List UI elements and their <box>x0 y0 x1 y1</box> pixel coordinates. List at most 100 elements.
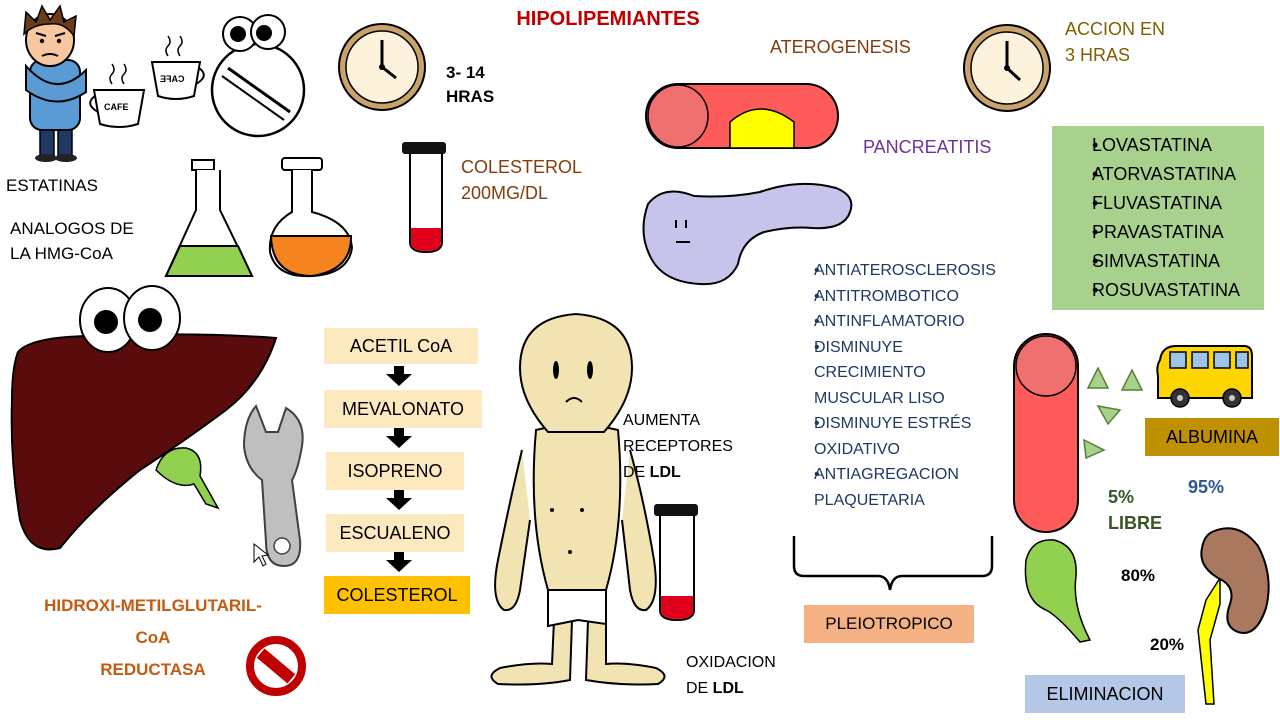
cup-label: CAFE <box>104 102 129 112</box>
analogos-line: LA HMG-CoA <box>10 244 113 264</box>
aumenta-prefix: DE <box>623 464 650 481</box>
test-tube-icon <box>402 142 446 254</box>
aumenta-receptores-label: AUMENTA RECEPTORES DE LDL <box>623 408 733 486</box>
statins-box: LOVASTATINA ATORVASTATINA FLUVASTATINA P… <box>1052 126 1264 310</box>
statin-item: LOVASTATINA <box>1066 135 1264 164</box>
triangle-icon <box>1083 438 1106 460</box>
pathway-step: MEVALONATO <box>324 390 482 428</box>
triangle-icon <box>1120 368 1144 391</box>
effect-item: DISMINUYE CRECIMIENTO MUSCULAR LISO <box>786 335 996 412</box>
estatinas-label: ESTATINAS <box>6 176 98 195</box>
page-title: HIPOLIPEMIANTES <box>516 8 700 30</box>
aumenta-line: RECEPTORES <box>623 438 733 455</box>
pleiotropico-box: PLEIOTROPICO <box>804 605 974 643</box>
effect-item: ANTIAGREGACION PLAQUETARIA <box>786 462 996 513</box>
percent-bound: 95% <box>1188 477 1225 497</box>
arrow-down-icon <box>386 490 412 510</box>
flask-icon <box>268 157 354 278</box>
analogos-line: ANALOGOS DE <box>10 219 134 238</box>
statin-item: FLUVASTATINA <box>1066 193 1264 222</box>
coffee-cup-icon <box>150 35 205 100</box>
effect-line: PLAQUETARIA <box>814 491 925 509</box>
triangle-icon <box>1086 366 1110 389</box>
cup-label: CAFE <box>160 74 185 84</box>
coffee-cup-icon <box>89 63 146 128</box>
effects-list: ANTIATEROSCLEROSIS ANTITROMBOTICO ANTINF… <box>786 258 996 513</box>
oxidacion-prefix: DE <box>686 680 713 697</box>
artery-icon <box>645 83 839 149</box>
gallbladder-icon <box>155 447 220 510</box>
effect-item: DISMINUYE ESTRÉS OXIDATIVO <box>786 411 996 462</box>
enzyme-line: CoA <box>135 628 171 647</box>
aumenta-line: AUMENTA <box>623 412 701 429</box>
colesterol-level-line: COLESTEROL <box>461 157 583 177</box>
statin-name: ROSUVASTATINA <box>1092 280 1241 300</box>
enzyme-line: HIDROXI-METILGLUTARIL- <box>44 596 262 615</box>
statin-name: SIMVASTATINA <box>1092 251 1221 271</box>
pancreas-icon <box>642 182 853 286</box>
effect-item: ANTITROMBOTICO <box>786 284 996 310</box>
libre-label: LIBRE <box>1108 513 1162 533</box>
effect-line: CRECIMIENTO <box>814 364 926 381</box>
wrench-icon <box>242 404 304 568</box>
arrow-down-icon <box>386 428 412 448</box>
analogos-label: ANALOGOS DE LA HMG-CoA <box>10 219 134 265</box>
artery-icon <box>1013 333 1079 533</box>
student-icon <box>23 4 87 162</box>
brace-icon <box>792 536 994 591</box>
statin-item: ATORVASTATINA <box>1066 164 1264 193</box>
arrow-down-icon <box>386 552 412 572</box>
pathway-step: ISOPRENO <box>326 452 464 490</box>
oxidacion-line: OXIDACION <box>686 654 776 671</box>
statins-list: LOVASTATINA ATORVASTATINA FLUVASTATINA P… <box>1066 135 1264 309</box>
effect-line: ANTINFLAMATORIO <box>814 313 965 330</box>
effect-line: ANTIAGREGACION <box>814 466 959 483</box>
statin-name: FLUVASTATINA <box>1092 193 1223 213</box>
statin-name: PRAVASTATINA <box>1092 222 1224 242</box>
half-life-line: 3- 14 <box>446 63 485 82</box>
effect-line: OXIDATIVO <box>814 440 900 458</box>
pathway-step: ESCUALENO <box>326 514 464 552</box>
statin-name: ATORVASTATINA <box>1092 164 1237 184</box>
statin-item: ROSUVASTATINA <box>1066 280 1264 309</box>
kidney-icon <box>1197 527 1270 705</box>
pathway-step-colesterol: COLESTEROL <box>324 576 470 614</box>
effect-item: ANTIATEROSCLEROSIS <box>786 258 996 284</box>
colesterol-level-line: 200MG/DL <box>461 182 549 203</box>
percent-bile: 80% <box>1121 566 1156 585</box>
pill-character-icon <box>210 14 306 138</box>
effect-line: ANTIATEROSCLEROSIS <box>814 262 996 279</box>
clock-icon <box>963 24 1051 112</box>
test-tube-icon <box>654 504 698 622</box>
prohibited-icon <box>246 636 306 696</box>
school-bus-icon <box>1156 345 1253 408</box>
half-life-line: HRAS <box>446 87 495 107</box>
effect-line: MUSCULAR LISO <box>814 389 945 407</box>
aumenta-line: DE LDL <box>623 460 733 486</box>
statin-item: SIMVASTATINA <box>1066 251 1264 280</box>
effect-line: ANTITROMBOTICO <box>814 287 959 305</box>
accion-line: 3 HRAS <box>1065 44 1131 65</box>
enzyme-line: REDUCTASA <box>100 660 206 679</box>
accion-line: ACCION EN <box>1065 19 1166 39</box>
effect-item: ANTINFLAMATORIO <box>786 309 996 335</box>
half-life-label: 3- 14 HRAS <box>446 63 494 108</box>
aterogenesis-label: ATEROGENESIS <box>770 37 911 57</box>
ldl-label: LDL <box>712 680 744 697</box>
ldl-label: LDL <box>649 464 681 481</box>
oxidacion-label: OXIDACION DE LDL <box>686 650 776 702</box>
pancreatitis-label: PANCREATITIS <box>863 137 992 157</box>
effect-line: DISMINUYE ESTRÉS <box>814 415 972 432</box>
statin-item: PRAVASTATINA <box>1066 222 1264 251</box>
percent-renal: 20% <box>1150 635 1185 654</box>
eliminacion-box: ELIMINACION <box>1025 675 1185 713</box>
triangle-icon <box>1096 404 1122 426</box>
pathway-step: ACETIL CoA <box>324 328 478 364</box>
gallbladder-icon <box>1024 539 1092 643</box>
enzyme-label: HIDROXI-METILGLUTARIL- CoA REDUCTASA <box>20 595 286 681</box>
liver-icon <box>10 285 278 551</box>
flask-icon <box>164 159 254 277</box>
oxidacion-line: DE LDL <box>686 676 776 702</box>
